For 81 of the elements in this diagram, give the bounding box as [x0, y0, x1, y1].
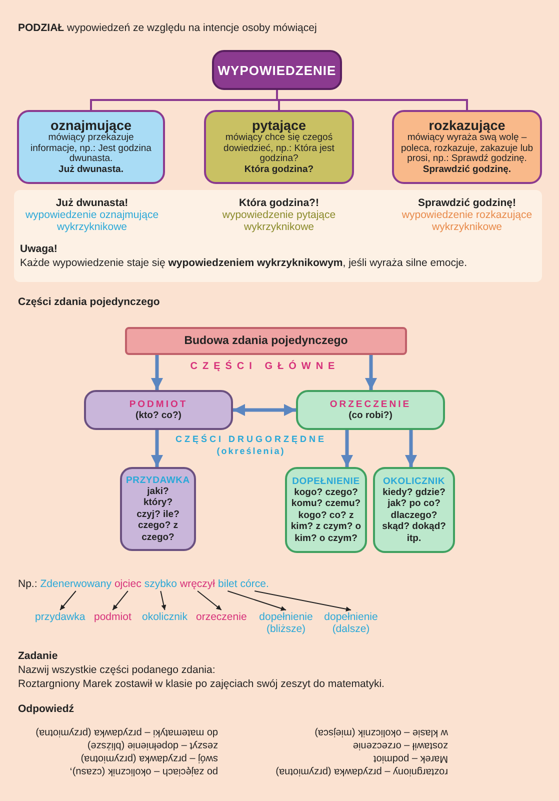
arrow	[112, 590, 128, 610]
arrow	[60, 590, 76, 610]
example-text: Już dwunasta.	[58, 164, 124, 175]
arrow	[233, 404, 296, 416]
answer-text: Marek – podmiot	[372, 752, 448, 765]
box-title: Budowa zdania pojedynczego	[184, 335, 348, 347]
note-text: Nazwij wszystkie części podanego zdania:	[18, 664, 216, 676]
arrow	[405, 430, 417, 467]
group-heading: CZĘŚCI DRUGORZĘDNE	[174, 434, 328, 444]
note-text: Roztargniony Marek zostawił w klasie po zajęciach swój zeszyt do matematyki.	[18, 678, 384, 690]
question-text: (kto? co?)	[136, 410, 182, 422]
sentence-word: Zdenerwowany	[40, 578, 112, 590]
part-label: dopełnienie (dalsze)	[320, 611, 382, 635]
box-title: ORZECZENIE	[330, 398, 412, 410]
question-text: kogo? czego? komu? czemu? kogo? co? z kim? z czym? o kim? o czym?	[290, 486, 362, 544]
category-box	[204, 110, 354, 184]
arrow	[365, 355, 377, 390]
arrow	[254, 590, 352, 612]
sentence-word: córce.	[240, 578, 269, 590]
part-box	[296, 390, 445, 430]
box-title: PRZYDAWKA	[126, 474, 190, 486]
box-title: oznajmujące	[50, 119, 132, 133]
note-text: Każde wypowiedzenie staje się wypowiedzeniem wykrzyknikowym, jeśli wyraża silne emocje.	[20, 257, 468, 269]
note-text: Która godzina?!	[238, 197, 320, 209]
arrow	[151, 355, 163, 390]
part-label: podmiot	[94, 611, 132, 623]
answer-text: w klasie – okolicznik (miejsca)	[314, 726, 448, 739]
answer-text: zostawił – orzeczenie	[352, 739, 448, 752]
note-text: wypowiedzenie pytające wykrzyknikowe	[221, 209, 337, 233]
group-heading: CZĘŚCI GŁÓWNE	[189, 361, 341, 372]
section-heading: Zadanie	[18, 650, 58, 662]
answer-text: do matematyki – przydawka (przymiotna)	[34, 726, 218, 739]
answer-text: po zajęciach – okolicznik (czasu),	[68, 765, 218, 778]
answer-text: roztargniony – przydawka (przymiotna)	[274, 765, 448, 778]
note-text: Sprawdzić godzinę!	[416, 197, 517, 209]
arrow	[151, 430, 163, 467]
note-text: wypowiedzenie rozkazujące wykrzyknikowe	[400, 209, 534, 233]
question-text: (co robi?)	[348, 410, 392, 422]
part-box	[84, 390, 233, 430]
question-text: kiedy? gdzie? jak? po co? dlaczego? skąd? dokąd? itp.	[381, 486, 447, 544]
box-text: mówiący przekazuje informacje, np.: Jest godzina dwunasta.	[30, 133, 152, 164]
arrow	[160, 590, 166, 610]
arrow	[197, 590, 222, 610]
part-label: dopełnienie (bliższe)	[255, 611, 317, 635]
part-box	[120, 467, 196, 551]
note-text: Uwaga!	[20, 243, 58, 255]
section-heading: Odpowiedź	[18, 703, 74, 715]
note-text: wypowiedzenie oznajmujące wykrzyknikowe	[24, 209, 160, 233]
section-heading: Części zdania pojedynczego	[18, 296, 160, 308]
box-text: mówiący chce się czegoś dowiedzieć, np.: Która jest godzina?	[222, 133, 336, 164]
category-box	[392, 110, 542, 184]
answer-text: zeszyt – dopełnienie (bliższe)	[86, 739, 218, 752]
note-text: (określenia)	[216, 446, 286, 456]
example-text: Która godzina?	[244, 164, 314, 175]
sentence-word: szybko	[144, 578, 178, 590]
example-prefix: Np.:	[18, 578, 38, 590]
box-title: PODMIOT	[129, 398, 188, 410]
category-box	[17, 110, 165, 184]
box-text: mówiący wyraża swą wolę – poleca, rozkazuje, zakazuje lub prosi, np.: Sprawdź godzinę.	[400, 133, 534, 164]
example-text: Sprawdzić godzinę.	[422, 164, 512, 175]
root-box	[212, 50, 342, 90]
box-title: pytające	[252, 119, 306, 133]
part-box	[373, 467, 455, 553]
sentence-word: wręczył	[180, 578, 216, 590]
part-box	[285, 467, 367, 553]
arrow	[227, 590, 286, 611]
box-title: DOPEŁNIENIE	[292, 476, 360, 487]
box-title: WYPOWIEDZENIE	[218, 62, 336, 78]
box-title: rozkazujące	[428, 119, 506, 133]
heading: PODZIAŁ wypowiedzeń ze względu na intencje osoby mówiącej	[18, 22, 317, 34]
sentence-word: bilet	[218, 578, 238, 590]
part-label: orzeczenie	[196, 611, 247, 623]
part-label: przydawka	[35, 611, 86, 623]
arrow	[341, 430, 353, 467]
question-text: jaki? który? czyj? ile? czego? z czego?	[136, 486, 180, 544]
box-title: OKOLICZNIK	[382, 476, 446, 487]
title-box	[125, 327, 407, 355]
part-label: okolicznik	[142, 611, 188, 623]
answer-text: swój – przydawka (przymiotna)	[80, 752, 218, 765]
note-text: Już dwunasta!	[54, 197, 130, 209]
sentence-word: ojciec	[114, 578, 142, 590]
